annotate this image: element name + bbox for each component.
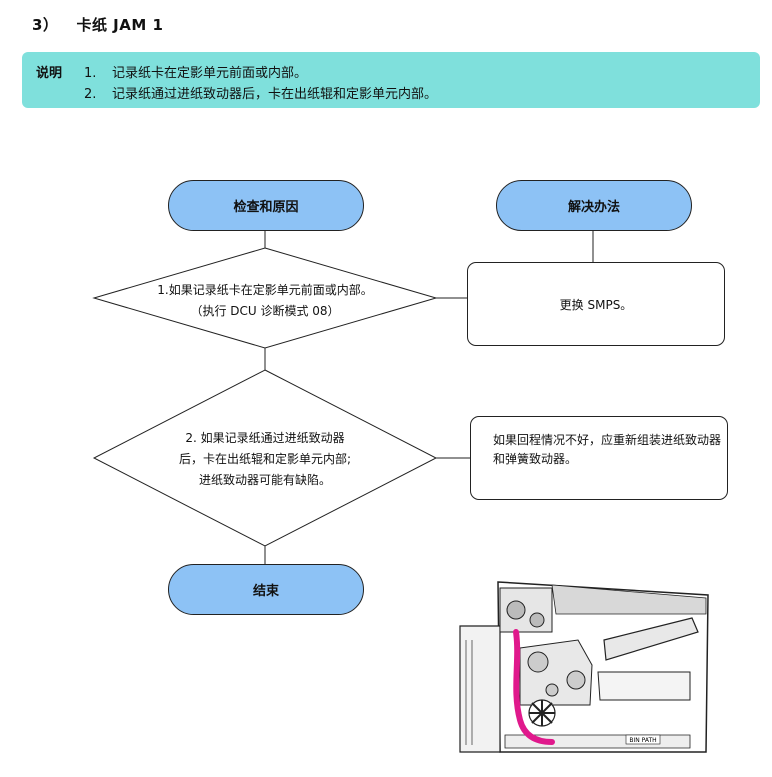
section-number: 3） (32, 16, 59, 34)
solution-box-1: 更换 SMPS。 (467, 262, 725, 346)
description-item-text: 记录纸卡在定影单元前面或内部。 (112, 66, 308, 81)
decision-1-line-1: 1.如果记录纸卡在定影单元前面或内部。 (157, 283, 373, 297)
decision-2-text: 2. 如果记录纸通过进纸致动器 后，卡在出纸辊和定影单元内部; 进纸致动器可能有… (150, 428, 380, 491)
decision-diamond-1 (92, 247, 438, 349)
solution-2-text: 如果回程情况不好，应重新组装进纸致动器和弹簧致动器。 (493, 433, 722, 466)
decision-2-line-1: 2. 如果记录纸通过进纸致动器 (185, 431, 345, 445)
description-item-2: 2. 记录纸通过进纸致动器后，卡在出纸辊和定影单元内部。 (84, 83, 437, 102)
description-label: 说明 (36, 66, 63, 81)
description-item-text: 记录纸通过进纸致动器后，卡在出纸辊和定影单元内部。 (112, 87, 438, 102)
solution-box-2: 如果回程情况不好，应重新组装进纸致动器和弹簧致动器。 (470, 416, 728, 500)
solution-header: 解决办法 (496, 180, 692, 231)
section-heading: 3） 卡纸 JAM 1 (32, 14, 163, 35)
decision-2-line-2: 后，卡在出纸辊和定影单元内部; (178, 452, 352, 466)
printer-illustration: BIN PATH (459, 581, 709, 753)
end-terminal: 结束 (168, 564, 364, 615)
bin-path-label: BIN PATH (629, 737, 656, 744)
decision-1-line-2: （执行 DCU 诊断模式 08） (190, 304, 340, 318)
description-item-number: 2. (84, 87, 97, 102)
section-title: 卡纸 JAM 1 (76, 16, 164, 34)
paper-path (513, 629, 555, 745)
description-item-1: 1. 记录纸卡在定影单元前面或内部。 (84, 62, 307, 81)
decision-1-text: 1.如果记录纸卡在定影单元前面或内部。 （执行 DCU 诊断模式 08） (130, 280, 400, 322)
check-and-cause-header: 检查和原因 (168, 180, 364, 231)
decision-2-line-3: 进纸致动器可能有缺陷。 (198, 473, 331, 487)
solution-1-text: 更换 SMPS。 (559, 297, 633, 312)
description-item-number: 1. (84, 66, 97, 81)
decision-diamond-2 (92, 369, 438, 547)
description-box: 说明 1. 记录纸卡在定影单元前面或内部。 2. 记录纸通过进纸致动器后，卡在出纸辊… (22, 52, 760, 108)
